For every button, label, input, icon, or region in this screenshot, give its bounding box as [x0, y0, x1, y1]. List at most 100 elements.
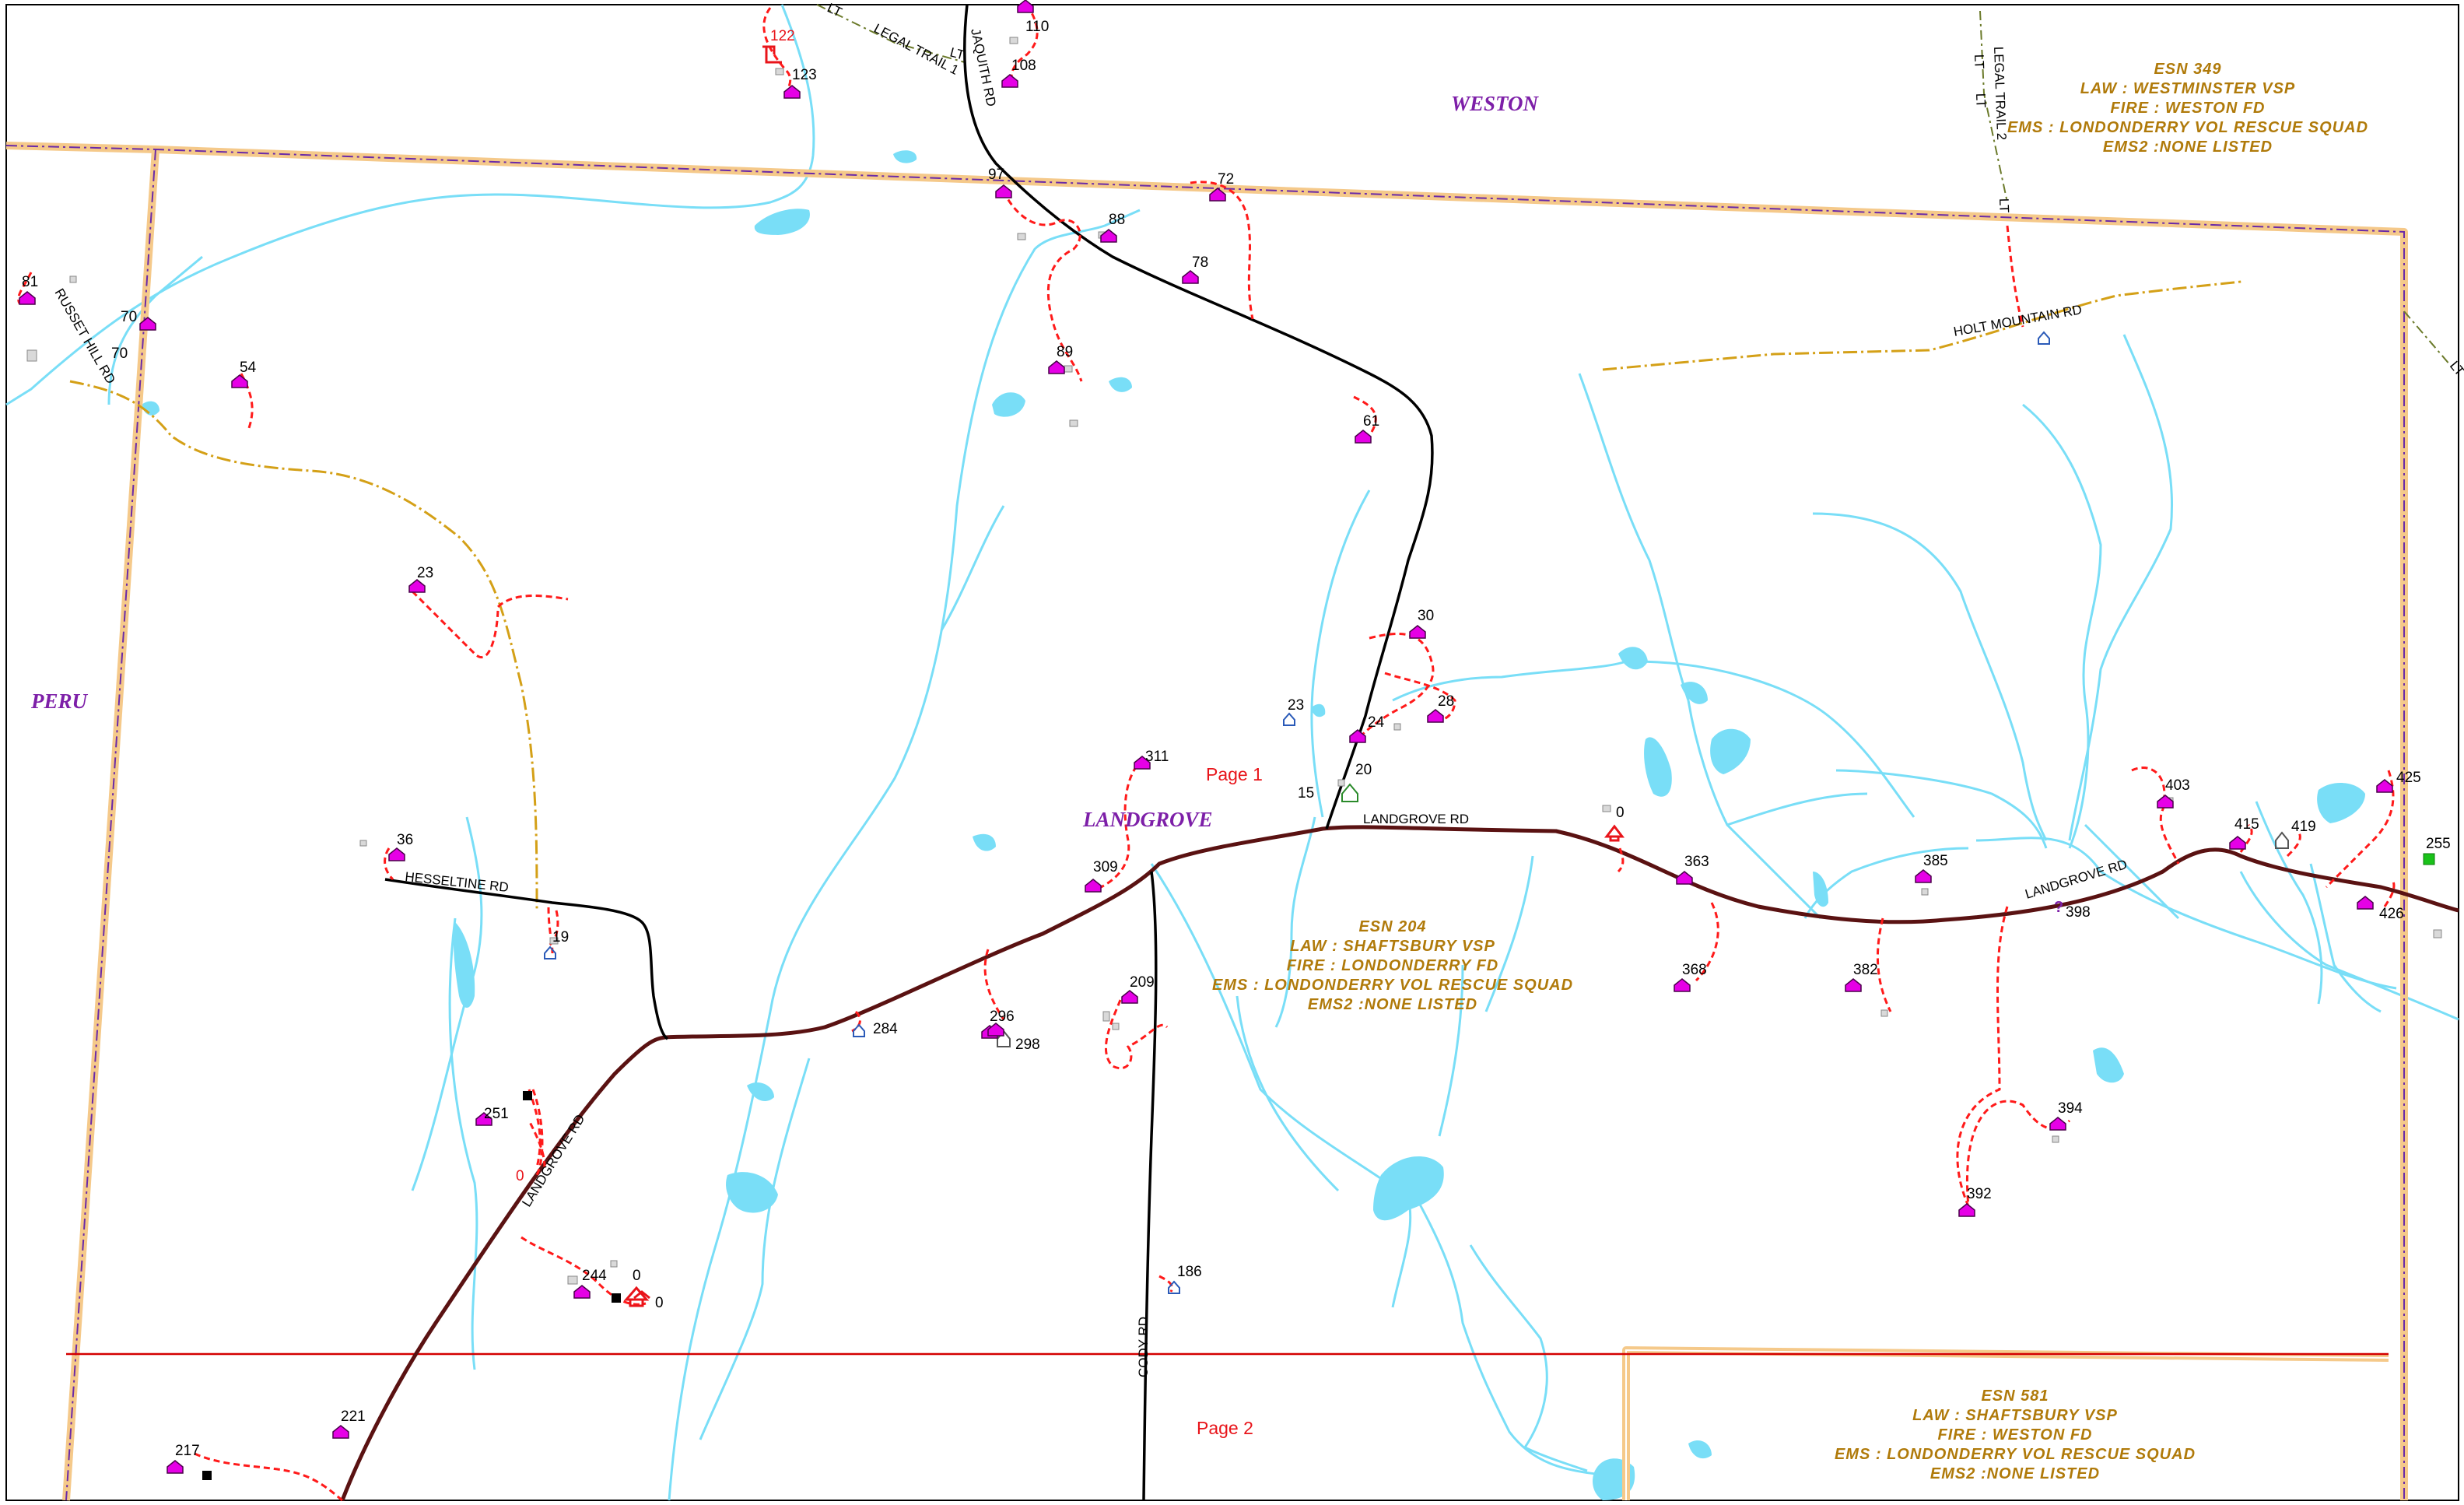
address-label: 385: [1923, 853, 1948, 869]
address-point-icon: [1100, 229, 1117, 243]
pond: [747, 1082, 774, 1101]
address-label: 70: [121, 309, 137, 325]
page-label-1: Page 1: [1206, 764, 1263, 784]
town-boundaries: [5, 142, 2408, 1501]
address-label: 28: [1438, 693, 1454, 710]
svg-text:EMS2 :NONE LISTED: EMS2 :NONE LISTED: [2103, 139, 2273, 156]
address-label: 186: [1177, 1264, 1202, 1280]
address-label: 97: [988, 167, 1004, 183]
address-point-icon: [1209, 188, 1226, 202]
address-label: 0: [516, 1168, 524, 1184]
address-point-icon: [1674, 978, 1691, 992]
address-point-icon: [2357, 896, 2374, 910]
address-label: 23: [417, 565, 433, 581]
address-point-icon: [408, 579, 426, 593]
structure-marker-black: [523, 1091, 532, 1100]
address-point-icon: [475, 1112, 492, 1126]
red-structure-icon: [623, 45, 1625, 1307]
pond: [1813, 872, 1828, 907]
address-label: 70: [111, 346, 128, 362]
svg-text:EMS : LONDONDERRY VOL RESCUE S: EMS : LONDONDERRY VOL RESCUE SQUAD: [1212, 977, 1573, 994]
svg-text:EMS2 :NONE LISTED: EMS2 :NONE LISTED: [1308, 996, 1477, 1013]
address-point-icon: [573, 1285, 591, 1299]
address-label: 0: [655, 1295, 664, 1311]
address-label: 415: [2234, 816, 2259, 833]
address-label: 23: [1288, 697, 1304, 714]
house-green-icon: [1341, 783, 1358, 802]
address-point-icon: [1409, 625, 1426, 639]
structure-marker-black: [202, 1471, 212, 1480]
trails: [69, 4, 2452, 911]
address-label: 108: [1011, 58, 1036, 74]
esn-block-581: ESN 581 LAW : SHAFTSBURY VSP FIRE : WEST…: [1835, 1387, 2196, 1482]
address-label: 122: [770, 28, 795, 44]
address-labels: 110 122 123 108 97 72 88 78 81 70 70 54 …: [22, 19, 2451, 1459]
address-label: 398: [2066, 904, 2091, 921]
address-label: 24: [1368, 714, 1385, 731]
svg-text:ESN 204: ESN 204: [1358, 918, 1426, 935]
address-label: 426: [2379, 906, 2404, 922]
address-label: 368: [1682, 962, 1707, 978]
pond: [2093, 1047, 2124, 1083]
address-markers: [19, 0, 2393, 1474]
svg-text:FIRE : WESTON FD: FIRE : WESTON FD: [2111, 100, 2266, 117]
address-point-icon: [1958, 1203, 1975, 1217]
pond: [1710, 728, 1751, 774]
address-label: 54: [240, 360, 257, 376]
svg-text:FIRE : WESTON FD: FIRE : WESTON FD: [1938, 1426, 2093, 1444]
address-label: 72: [1218, 171, 1234, 188]
svg-text:EMS : LONDONDERRY VOL RESCUE S: EMS : LONDONDERRY VOL RESCUE SQUAD: [2007, 119, 2368, 136]
address-label: 392: [1967, 1186, 1992, 1202]
road-label-legal-trail-2: LEGAL TRAIL 2: [1991, 46, 2009, 140]
address-label: 36: [397, 832, 413, 848]
address-point-icon: [19, 291, 36, 305]
address-point-icon: [388, 847, 405, 861]
address-label: 221: [341, 1409, 366, 1425]
address-point-icon: [2376, 779, 2393, 793]
address-label: 382: [1853, 962, 1878, 978]
house-outline-icon: [544, 331, 2050, 1294]
address-label: 298: [1015, 1037, 1040, 1053]
address-label: 20: [1355, 762, 1372, 778]
pond: [453, 922, 475, 1008]
pond: [1688, 1440, 1712, 1459]
address-point-icon: [1845, 978, 1862, 992]
page-label-2: Page 2: [1197, 1418, 1253, 1438]
road-label-legal-trail-1-b: LT: [948, 45, 966, 63]
address-label: 244: [582, 1268, 607, 1284]
address-point-icon: [139, 317, 156, 331]
address-point-icon: [1001, 74, 1018, 88]
svg-text:EMS : LONDONDERRY VOL RESCUE S: EMS : LONDONDERRY VOL RESCUE SQUAD: [1835, 1446, 2196, 1463]
pond: [1109, 377, 1132, 392]
local-roads: [384, 4, 1434, 1501]
map-frame: [5, 4, 2459, 1501]
address-label: 78: [1192, 254, 1208, 271]
address-label: 30: [1418, 608, 1434, 624]
address-point-icon: [1121, 990, 1138, 1004]
address-point-icon: [2157, 795, 2174, 809]
address-label: 419: [2291, 819, 2316, 835]
address-point-icon: [1427, 709, 1444, 723]
pond: [893, 150, 917, 163]
structure-marker-green: [2423, 853, 2435, 865]
address-label: 425: [2396, 770, 2421, 786]
esn-block-204: ESN 204 LAW : SHAFTSBURY VSP FIRE : LOND…: [1212, 918, 1573, 1013]
address-label: 0: [633, 1268, 641, 1284]
town-label-peru: PERU: [30, 689, 89, 713]
address-point-icon: [166, 1460, 184, 1474]
address-label: 110: [1025, 19, 1049, 35]
pond: [973, 833, 996, 851]
svg-text:ESN 349: ESN 349: [2154, 61, 2221, 78]
svg-text:LAW : SHAFTSBURY VSP: LAW : SHAFTSBURY VSP: [1290, 938, 1495, 955]
pond: [1681, 682, 1708, 704]
address-point-icon: [2049, 1117, 2066, 1131]
address-point-icon: [987, 1023, 1004, 1037]
pond: [992, 392, 1025, 417]
landgrove-road-main: [340, 825, 2459, 1501]
address-point-icon: [995, 184, 1012, 198]
address-label: 89: [1057, 344, 1073, 360]
town-label-weston: WESTON: [1451, 92, 1540, 115]
esn-block-349: ESN 349 LAW : WESTMINSTER VSP FIRE : WES…: [2007, 61, 2368, 156]
address-label: 394: [2058, 1100, 2083, 1117]
address-point-icon: [2229, 836, 2246, 850]
